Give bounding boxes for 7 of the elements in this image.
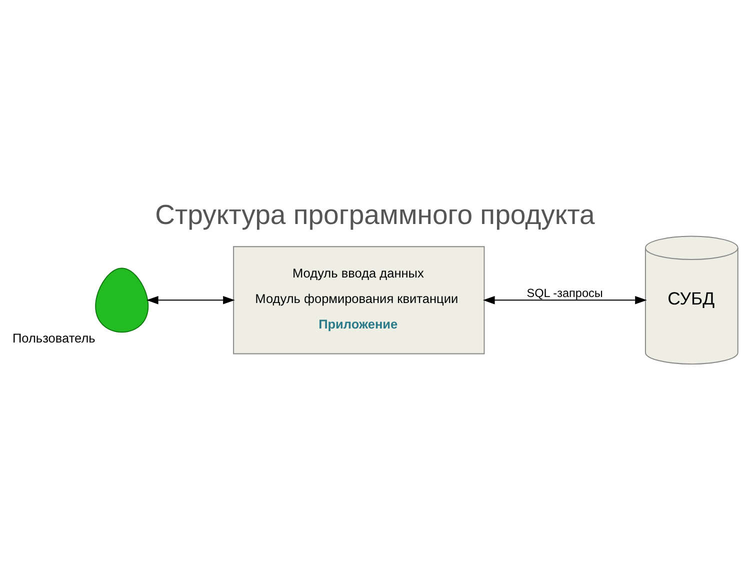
arrow xyxy=(146,296,235,304)
node-box: Модуль ввода данных Модуль формирования квитанции Приложение xyxy=(233,246,485,354)
node-label: Пользователь xyxy=(12,330,96,346)
arrow xyxy=(482,296,647,304)
edge-label: SQL -запросы xyxy=(526,286,603,300)
diagram-title: Структура программного продукта xyxy=(155,198,595,230)
node-person xyxy=(95,268,149,333)
